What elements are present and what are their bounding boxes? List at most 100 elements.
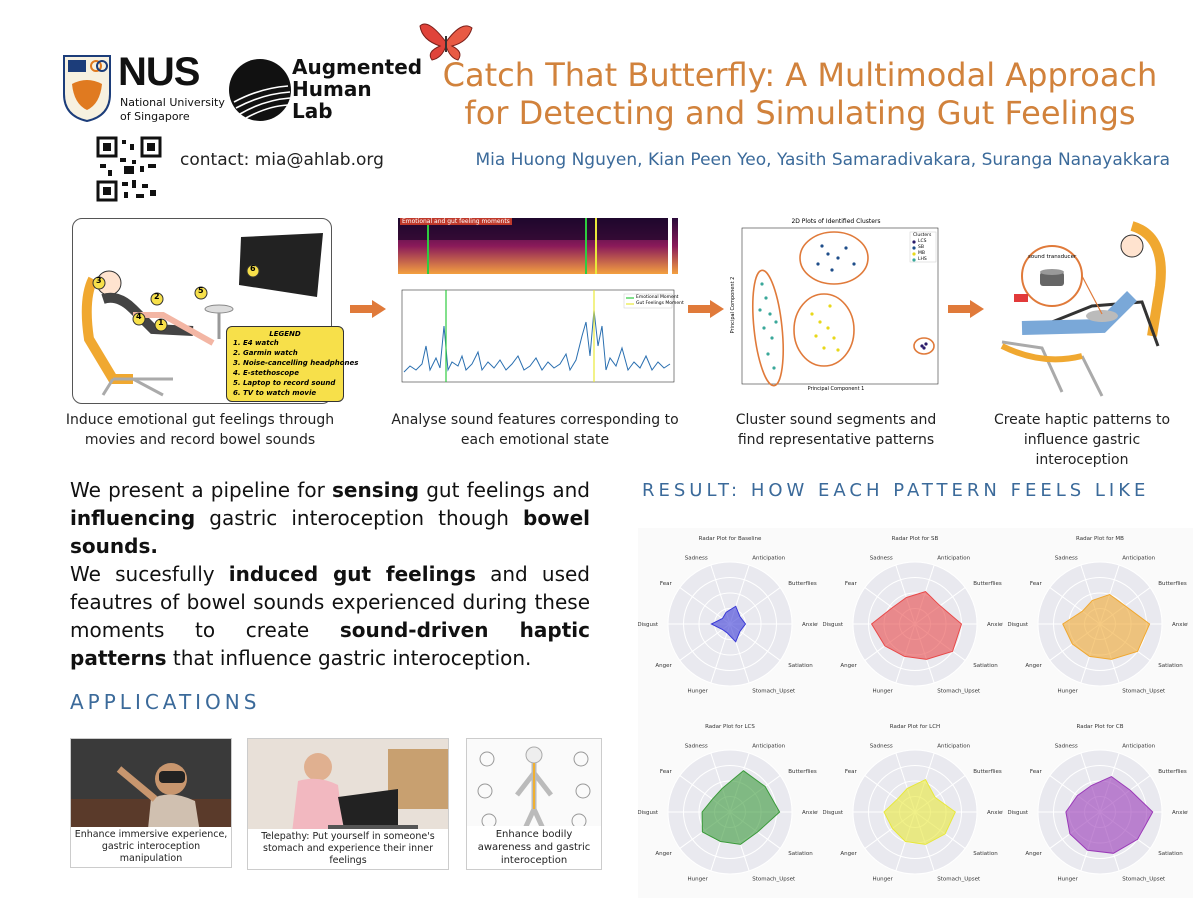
cluster-legend-item: SB [918,245,924,250]
radar-axis-label: Disgust [823,810,844,816]
scene-marker-label-2: 2 [154,292,160,301]
legend-item: 5. Laptop to record sound [233,379,336,387]
plot-legend-gut: Gut Feelings Moment [636,301,684,306]
radar-axis-label: Hunger [688,877,709,883]
results-heading: RESULT: HOW EACH PATTERN FEELS LIKE [642,480,1150,501]
author-list: Mia Huong Nguyen, Kian Peen Yeo, Yasith … [475,150,1170,170]
spectrogram-label: Emotional and gut feeling moments [400,218,512,225]
radar-title: Radar Plot for SB [892,536,939,542]
radar-axis-label: Hunger [1058,689,1079,695]
nus-name-line2: of Singapore [120,110,190,123]
radar-axis-label: Sadness [870,555,893,561]
radar-axis-label: Satiation [1158,663,1183,669]
ahl-line1: Augmented [292,55,423,79]
application-caption: Telepathy: Put yourself in someone's sto… [248,829,448,869]
step-caption-1: Induce emotional gut feelings through mo… [65,412,335,448]
scene-marker-label-1: 1 [158,318,164,327]
signal-plot-image [401,289,675,383]
ahl-line2: Human [292,77,372,101]
telepathy-photo [248,739,448,833]
contact-email[interactable]: contact: mia@ahlab.org [180,150,384,170]
cluster-legend-item: LCS [918,239,927,244]
nus-crest-icon [63,55,111,122]
scene-marker-label-6: 6 [250,264,256,273]
radar-spoke [679,623,731,661]
radar-axis-label: Butterflies [973,769,1002,775]
application-caption: Enhance immersive experience, gastric in… [71,827,231,867]
radar-chart: AnticipationButterfliesAnxietySatiationS… [823,724,1003,883]
scene-marker-6 [246,264,260,278]
radar-axis-label: Anxiety [987,622,1003,628]
radar-axis-label: Anticipation [752,555,785,561]
radar-axis-label: Hunger [873,689,894,695]
radar-axis-label: Satiation [1158,851,1183,857]
radar-axis-label: Stomach_Upset [1122,689,1166,695]
radar-axis-label: Fear [1030,581,1043,587]
radar-axis-label: Anger [655,851,672,857]
spectrogram-panel: Emotional and gut feeling moments [390,216,686,280]
radar-axis-label: Hunger [1058,877,1079,883]
radar-axis-label: Anxiety [1172,810,1188,816]
pipeline-arrow-icon [688,300,724,318]
radar-axis-label: Disgust [638,810,659,816]
radar-axis-label: Sadness [870,743,893,749]
radar-axis-label: Stomach_Upset [937,877,981,883]
radar-axis-label: Hunger [873,877,894,883]
radar-axis-label: Butterflies [788,581,817,587]
radar-axis-label: Satiation [973,851,998,857]
radar-axis-label: Satiation [788,851,813,857]
radar-axis-label: Sadness [1055,555,1078,561]
step-caption-3: Cluster sound segments and find represen… [735,412,937,448]
radar-chart: AnticipationButterfliesAnxietySatiationS… [1008,724,1188,883]
radar-title: Radar Plot for CB [1077,724,1124,730]
legend-item: 6. TV to watch movie [233,389,317,397]
radar-axis-label: Anxiety [802,810,818,816]
signal-plot-panel: Emotional Moment Gut Feelings Moment [390,286,686,396]
radar-axis-label: Butterflies [788,769,817,775]
pipeline-arrow-icon [350,300,386,318]
cluster-xlabel: Principal Component 1 [807,386,865,392]
radar-axis-label: Anticipation [1122,555,1155,561]
cluster-ylabel: Principal Component 2 [730,276,736,334]
cluster-plot-title: 2D Plots of Identified Clusters [791,218,881,225]
radar-axis-label: Anxiety [802,622,818,628]
ahl-sphere-icon [229,59,291,121]
radar-axis-label: Fear [660,769,673,775]
nus-logo: NUS National University of Singapore [62,50,225,124]
radar-title: Radar Plot for LCS [705,724,755,730]
radar-axis-label: Satiation [973,663,998,669]
radar-axis-label: Anxiety [1172,622,1188,628]
haptic-scene-panel: sound transducer [982,216,1182,402]
radar-series-polygon [1062,593,1151,660]
radar-axis-label: Satiation [788,663,813,669]
cluster-legend-item: LHS [918,257,927,262]
cluster-plot-panel: 2D Plots of Identified Clusters Clusters… [728,218,944,396]
nus-name-line1: National University [120,96,225,109]
pipeline-arrow-icon [948,300,984,318]
radar-series-polygon [883,778,956,845]
radar-axis-label: Anticipation [1122,743,1155,749]
step-caption-4: Create haptic patterns to influence gast… [993,412,1171,468]
radar-axis-label: Fear [1030,769,1043,775]
poster-title-line1: Catch That Butterfly: A Multimodal Appro… [442,56,1158,94]
legend-item: 3. Noise-cancelling headphones [233,359,359,367]
radar-axis-label: Anger [1025,851,1042,857]
haptic-scene-image [1000,221,1166,397]
cluster-legend-title: Clusters [913,233,932,238]
radar-series-polygon [710,605,747,643]
legend-item: 2. Garmin watch [233,349,298,357]
radar-axis-label: Sadness [685,555,708,561]
body-awareness-illustration [467,739,601,835]
scene-marker-label-5: 5 [198,286,204,295]
cluster-legend-item: MB [918,251,925,256]
radar-axis-label: Sadness [685,743,708,749]
legend-title: LEGEND [269,330,301,338]
legend-item: 4. E-stethoscope [233,369,299,377]
radar-axis-label: Stomach_Upset [1122,877,1166,883]
radar-axis-label: Stomach_Upset [752,689,796,695]
butterfly-icon [419,23,473,61]
poster-title-line2: for Detecting and Simulating Gut Feeling… [464,94,1136,132]
radar-axis-label: Fear [845,769,858,775]
radar-axis-label: Anxiety [987,810,1003,816]
scene-illustration [81,233,323,397]
